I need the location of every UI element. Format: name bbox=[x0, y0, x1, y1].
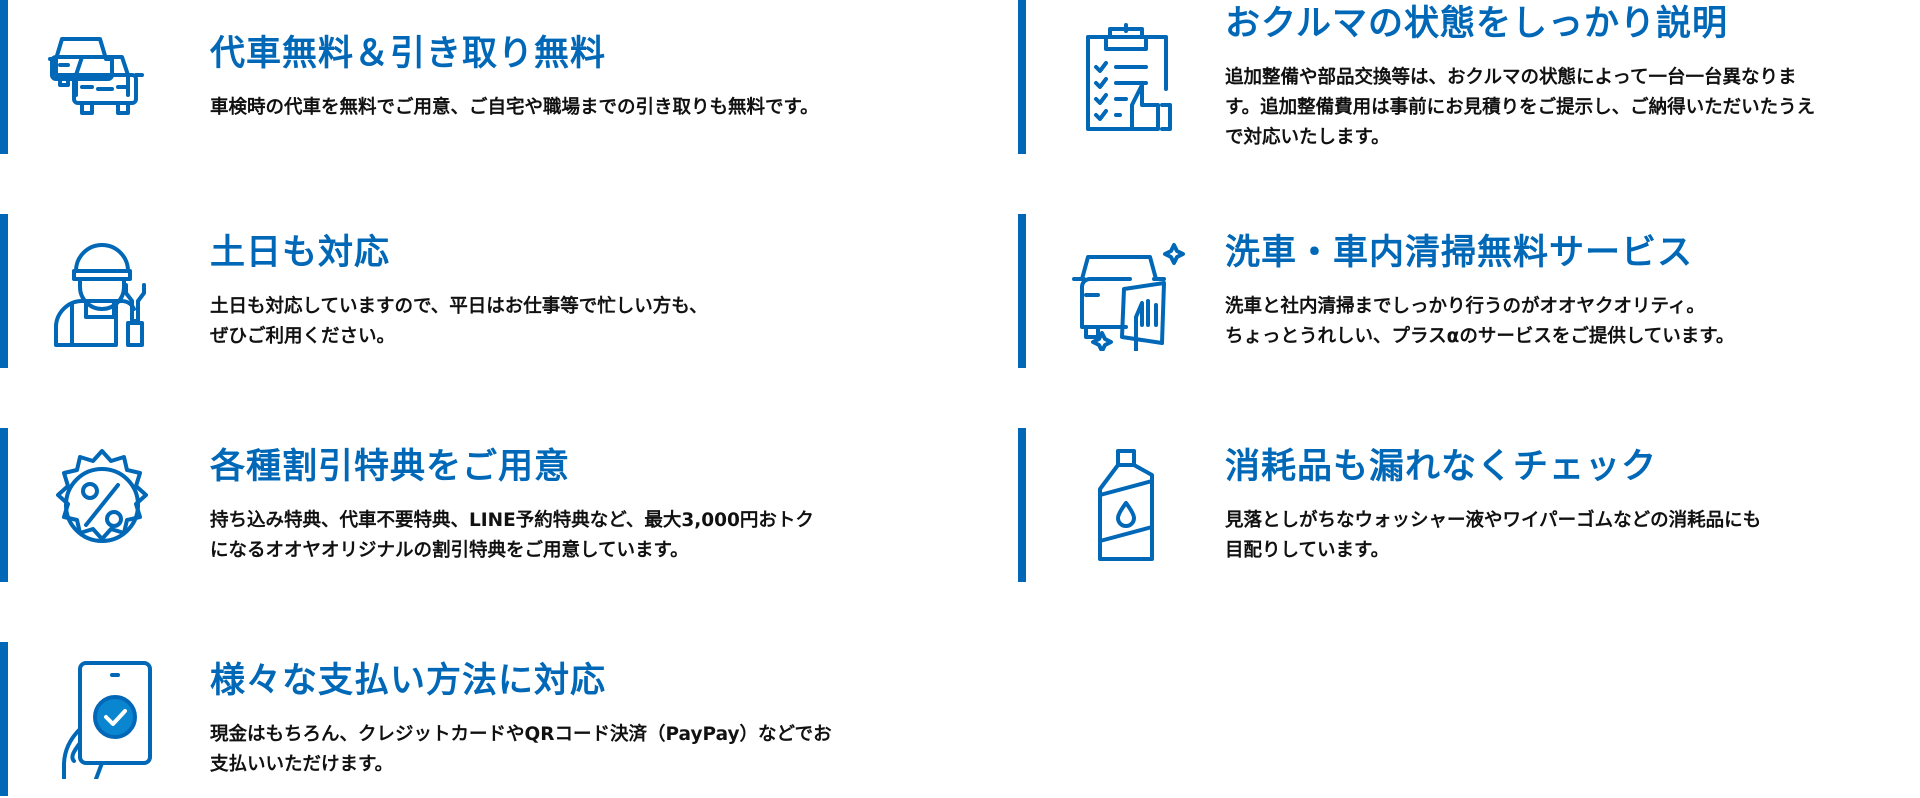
feature-weekend-service: 土日も対応 土日も対応していますので、平日はお仕事等で忙しい方も、 ぜひご利用く… bbox=[0, 214, 900, 368]
description-line: 現金はもちろん、クレジットカードやQRコード決済（PayPay）などでお bbox=[210, 723, 832, 745]
feature-discounts: 各種割引特典をご用意 持ち込み特典、代車不要特典、LINE予約特典など、最大3,… bbox=[0, 428, 900, 582]
discount-badge-icon bbox=[42, 445, 162, 565]
description-line: になるオオヤオリジナルの割引特典をご用意しています。 bbox=[210, 539, 689, 561]
feature-description: 車検時の代車を無料でご用意、ご自宅や職場までの引き取りも無料です。 bbox=[210, 93, 930, 123]
cars-icon bbox=[42, 17, 162, 137]
feature-title: 様々な支払い方法に対応 bbox=[210, 660, 607, 701]
description-line: 洗車と社内清掃までしっかり行うのがオオヤクオリティ。 bbox=[1225, 295, 1705, 317]
description-line: す。追加整備費用は事前にお見積りをご提示し、ご納得いただいたうえ bbox=[1225, 96, 1816, 118]
checklist-icon bbox=[1066, 17, 1186, 137]
feature-title: 消耗品も漏れなくチェック bbox=[1225, 446, 1658, 487]
feature-title: おクルマの状態をしっかり説明 bbox=[1225, 3, 1728, 44]
feature-payment-methods: 様々な支払い方法に対応 現金はもちろん、クレジットカードやQRコード決済（Pay… bbox=[0, 642, 900, 796]
feature-free-loaner-pickup: 代車無料＆引き取り無料 車検時の代車を無料でご用意、ご自宅や職場までの引き取りも… bbox=[0, 0, 900, 154]
feature-title: 代車無料＆引き取り無料 bbox=[210, 33, 607, 74]
feature-title: 各種割引特典をご用意 bbox=[210, 446, 571, 487]
feature-description: 見落としがちなウォッシャー液やワイパーゴムなどの消耗品にも 目配りしています。 bbox=[1225, 506, 1920, 566]
feature-description: 追加整備や部品交換等は、おクルマの状態によって一台一台異なりま す。追加整備費用… bbox=[1225, 63, 1920, 153]
feature-consumables-check: 消耗品も漏れなくチェック 見落としがちなウォッシャー液やワイパーゴムなどの消耗品… bbox=[1018, 428, 1918, 582]
mechanic-icon bbox=[42, 231, 162, 351]
smartphone-payment-icon bbox=[42, 659, 162, 781]
description-line: 土日も対応していますので、平日はお仕事等で忙しい方も、 bbox=[210, 295, 708, 317]
feature-car-wash: 洗車・車内清掃無料サービス 洗車と社内清掃までしっかり行うのがオオヤクオリティ。… bbox=[1018, 214, 1918, 368]
fluid-bottle-icon bbox=[1066, 445, 1186, 565]
description-line: 追加整備や部品交換等は、おクルマの状態によって一台一台異なりま bbox=[1225, 66, 1797, 88]
feature-description: 洗車と社内清掃までしっかり行うのがオオヤクオリティ。 ちょっとうれしい、プラスα… bbox=[1225, 292, 1920, 352]
feature-description: 土日も対応していますので、平日はお仕事等で忙しい方も、 ぜひご利用ください。 bbox=[210, 292, 930, 352]
description-line: 見落としがちなウォッシャー液やワイパーゴムなどの消耗品にも bbox=[1225, 509, 1762, 531]
feature-condition-explanation: おクルマの状態をしっかり説明 追加整備や部品交換等は、おクルマの状態によって一台… bbox=[1018, 0, 1918, 154]
feature-description: 現金はもちろん、クレジットカードやQRコード決済（PayPay）などでお 支払い… bbox=[210, 720, 930, 780]
feature-title: 洗車・車内清掃無料サービス bbox=[1225, 232, 1694, 273]
car-wash-icon bbox=[1066, 231, 1186, 353]
description-line: 持ち込み特典、代車不要特典、LINE予約特典など、最大3,000円おトク bbox=[210, 509, 814, 531]
description-line: 目配りしています。 bbox=[1225, 539, 1390, 561]
description-line: 車検時の代車を無料でご用意、ご自宅や職場までの引き取りも無料です。 bbox=[210, 96, 819, 118]
feature-title: 土日も対応 bbox=[210, 232, 391, 273]
description-line: 支払いいただけます。 bbox=[210, 753, 394, 775]
feature-description: 持ち込み特典、代車不要特典、LINE予約特典など、最大3,000円おトク になる… bbox=[210, 506, 930, 566]
description-line: ぜひご利用ください。 bbox=[210, 325, 396, 347]
description-line: で対応いたします。 bbox=[1225, 126, 1390, 148]
description-line: ちょっとうれしい、プラスαのサービスをご提供しています。 bbox=[1225, 325, 1735, 347]
